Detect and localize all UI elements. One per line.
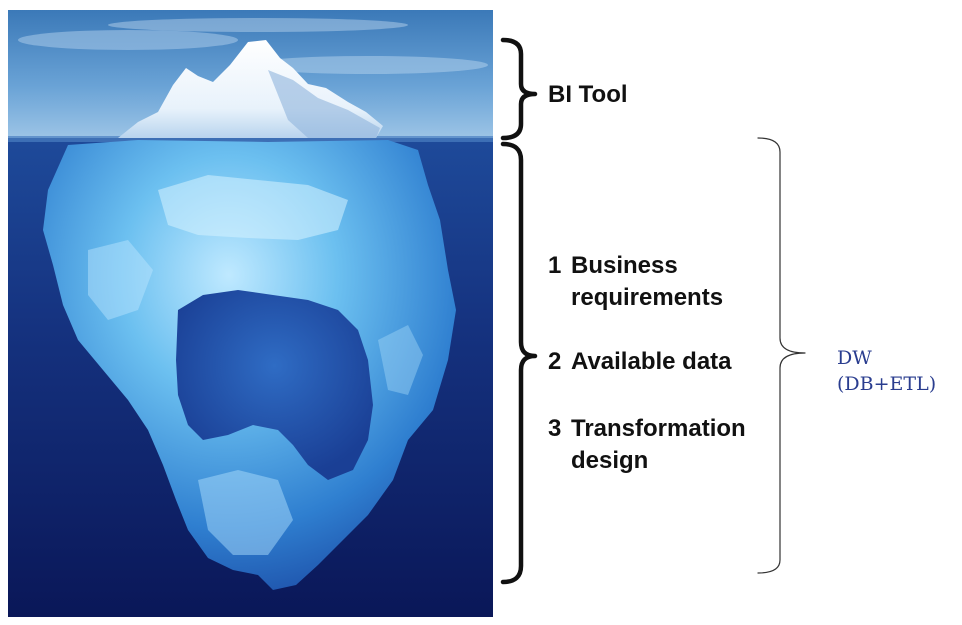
item-number: 3 [548,415,562,442]
submerged-brace [500,141,538,585]
bi-tool-label: BI Tool [548,81,628,108]
dw-label-line2: (DB+ETL) [837,373,937,395]
dw-label-line1: DW [837,347,872,369]
iceberg-image [8,10,493,617]
tip-brace [500,37,538,141]
ice-highlight [378,325,423,395]
item-text: Available data [571,348,732,375]
item-number: 2 [548,348,562,375]
item-text: Business [571,252,678,279]
iceberg-tip-shadow [268,70,380,138]
cloud [18,30,238,50]
item-text-line2: design [571,447,649,474]
ice-highlight [198,470,293,555]
iceberg-cave [176,290,373,480]
dw-brace [757,137,806,574]
item-2: 2 Available data [548,346,732,378]
item-text: Transformation [571,415,746,442]
item-1: 1 Business requirements [548,250,723,314]
cloud [108,18,408,32]
item-text-line2: requirements [571,284,724,311]
waterline [8,136,493,142]
dw-label: DW (DB+ETL) [837,345,936,397]
ice-highlight [88,240,153,320]
cloud [248,56,488,74]
ice-highlight [158,175,348,240]
item-3: 3 Transformation design [548,413,746,477]
item-number: 1 [548,252,562,279]
